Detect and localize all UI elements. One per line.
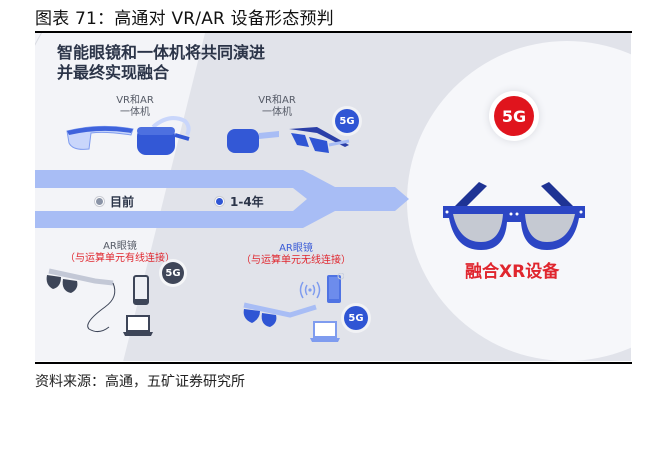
ar-wired-label: AR眼镜 （与运算单元有线连接） xyxy=(55,241,185,265)
label-subline: （与运算单元有线连接） xyxy=(65,253,175,264)
phone-icon xyxy=(133,275,149,305)
label-line: AR眼镜 xyxy=(279,243,313,254)
laptop-icon xyxy=(310,321,340,342)
stage-label: 1-4年 xyxy=(230,195,264,209)
stage-future: 1-4年 xyxy=(215,193,264,210)
5g-badge-red: 5G xyxy=(494,96,534,136)
source-note: 资料来源：高通，五矿证券研究所 xyxy=(35,374,245,390)
5g-badge: 5G xyxy=(335,109,359,133)
label-line: 一体机 xyxy=(262,107,292,118)
headline: 智能眼镜和一体机将共同演进 并最终实现融合 xyxy=(57,43,265,83)
label-line: VR和AR xyxy=(258,95,296,106)
label-line: VR和AR xyxy=(116,95,154,106)
label-subline: （与运算单元无线连接） xyxy=(241,255,351,266)
phone-icon xyxy=(327,273,344,303)
label-line: 一体机 xyxy=(120,107,150,118)
future-devices-label: VR和AR 一体机 xyxy=(247,95,307,119)
headline-line-1: 智能眼镜和一体机将共同演进 xyxy=(57,43,266,62)
ar-wireless-label: AR眼镜 （与运算单元无线连接） xyxy=(231,243,361,267)
figure-title: 图表 71：高通对 VR/AR 设备形态预判 xyxy=(35,9,334,29)
xr-glasses-icon xyxy=(443,182,585,250)
5g-badge: 5G xyxy=(162,262,184,284)
headline-line-2: 并最终实现融合 xyxy=(57,63,170,82)
top-rule xyxy=(35,31,632,33)
fused-xr-label: 融合XR设备 xyxy=(465,262,560,282)
ar-glasses-icon xyxy=(243,302,317,327)
wireless-signal-icon xyxy=(299,281,321,299)
current-dot-icon xyxy=(95,197,104,206)
label-line: AR眼镜 xyxy=(103,241,137,252)
5g-badge: 5G xyxy=(344,306,368,330)
ar-glasses-icon xyxy=(289,127,350,153)
ar-glasses-icon xyxy=(46,268,116,333)
ar-visor-icon xyxy=(66,125,134,150)
vr-headset-icon xyxy=(137,116,191,155)
future-dot-icon xyxy=(215,197,224,206)
laptop-icon xyxy=(123,315,153,336)
vr-headset-icon xyxy=(227,129,279,153)
stage-label: 目前 xyxy=(110,195,135,209)
infographic: 智能眼镜和一体机将共同演进 并最终实现融合 VR和AR 一体机 VR和AR 一体… xyxy=(35,33,631,361)
current-devices-label: VR和AR 一体机 xyxy=(105,95,165,119)
timeline-arrow xyxy=(35,170,409,228)
stage-current: 目前 xyxy=(95,193,134,210)
bottom-rule xyxy=(35,362,632,364)
